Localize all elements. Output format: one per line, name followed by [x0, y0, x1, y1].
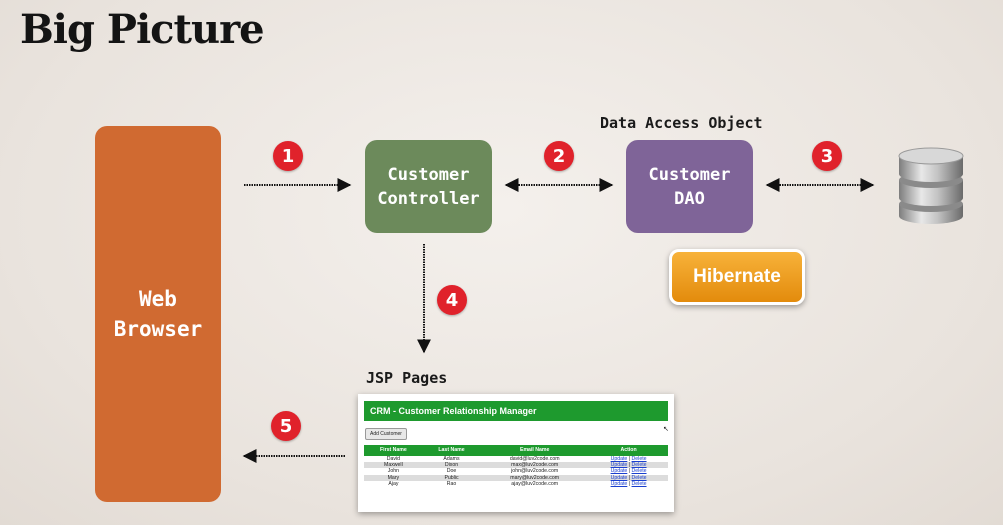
table-cell: david@luv2code.com — [480, 456, 590, 463]
customer-controller-box: Customer Controller — [365, 140, 492, 233]
table-cell: David — [364, 456, 423, 463]
jsp-caption: JSP Pages — [366, 369, 448, 387]
table-cell: Maxwell — [364, 462, 423, 469]
page-title: Big Picture — [20, 6, 265, 53]
action-separator: | — [627, 456, 632, 462]
delete-link[interactable]: Delete — [631, 474, 647, 481]
column-header: Action — [589, 445, 668, 456]
add-customer-button[interactable]: Add Customer — [365, 428, 407, 440]
step-badge-4: 4 — [437, 285, 467, 315]
action-separator: | — [627, 474, 632, 481]
update-link[interactable]: Update — [610, 474, 628, 481]
step-badge-5: 5 — [271, 411, 301, 441]
dao-caption: Data Access Object — [600, 114, 763, 132]
step-badge-1: 1 — [273, 141, 303, 171]
table-cell: Rao — [422, 480, 481, 488]
crm-header: CRM - Customer Relationship Manager — [364, 401, 668, 421]
column-header: Last Name — [422, 445, 481, 456]
action-separator: | — [627, 462, 632, 469]
update-link[interactable]: Update — [610, 456, 628, 462]
web-browser-box: Web Browser — [95, 126, 221, 502]
table-cell: mary@luv2code.com — [480, 474, 590, 481]
cursor-icon: ↖ — [663, 426, 669, 433]
table-cell: Adams — [422, 456, 481, 463]
table-cell: Public — [422, 474, 481, 481]
step-badge-2: 2 — [544, 141, 574, 171]
action-cell: Update | Delete — [589, 456, 668, 463]
table-cell: ajay@luv2code.com — [480, 480, 590, 488]
step-badge-3: 3 — [812, 141, 842, 171]
customer-dao-box: Customer DAO — [626, 140, 753, 233]
table-cell: max@luv2code.com — [480, 462, 590, 469]
action-cell: Update | Delete — [589, 462, 668, 469]
table-cell: john@luv2code.com — [480, 468, 590, 475]
action-cell: Update | Delete — [589, 480, 668, 488]
delete-link[interactable]: Delete — [631, 456, 647, 462]
column-header: Email Name — [480, 445, 590, 456]
table-cell: Mary — [364, 474, 423, 481]
customer-table: First Name Last Name Email Name Action D… — [364, 445, 668, 488]
table-cell: Doe — [422, 468, 481, 475]
jsp-page-screenshot: CRM - Customer Relationship Manager Add … — [358, 394, 674, 512]
delete-link[interactable]: Delete — [631, 480, 647, 487]
table-cell: Dixon — [422, 462, 481, 469]
update-link[interactable]: Update — [610, 462, 628, 469]
action-cell: Update | Delete — [589, 474, 668, 481]
table-cell: John — [364, 468, 423, 475]
table-cell: Ajay — [364, 480, 423, 488]
update-link[interactable]: Update — [610, 480, 628, 487]
update-link[interactable]: Update — [610, 468, 628, 475]
column-header: First Name — [364, 445, 423, 456]
action-separator: | — [627, 468, 632, 475]
action-separator: | — [627, 480, 632, 487]
database-icon — [898, 147, 964, 224]
delete-link[interactable]: Delete — [631, 462, 647, 469]
hibernate-badge: Hibernate — [669, 249, 805, 305]
action-cell: Update | Delete — [589, 468, 668, 475]
delete-link[interactable]: Delete — [631, 468, 647, 475]
